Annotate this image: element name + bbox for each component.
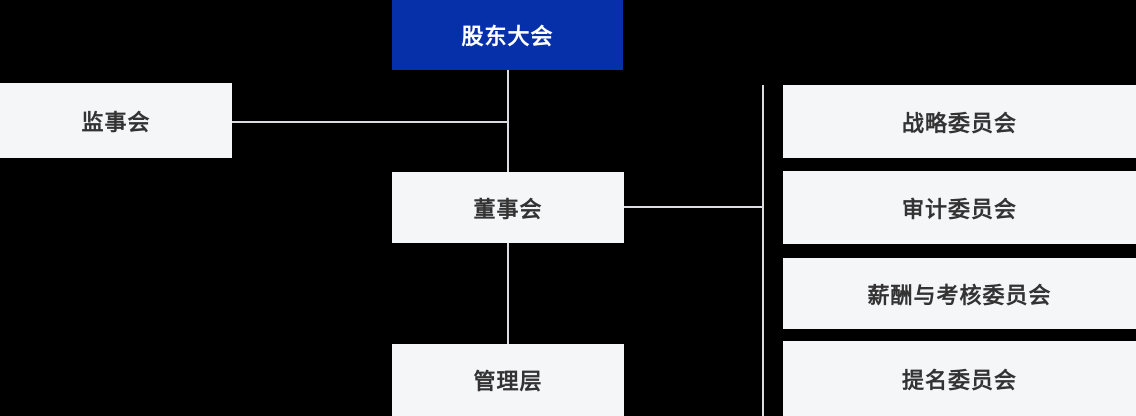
node-board-of-directors: 董事会	[392, 172, 624, 243]
node-strategy-committee-label: 战略委员会	[901, 110, 1017, 136]
node-supervisory-board-label: 监事会	[81, 109, 151, 135]
node-nomination-committee: 提名委员会	[783, 341, 1136, 416]
node-remuneration-committee: 薪酬与考核委员会	[783, 258, 1136, 329]
node-supervisory-board: 监事会	[0, 83, 232, 158]
node-board-of-directors-label: 董事会	[473, 196, 543, 222]
node-shareholders-meeting-label: 股东大会	[461, 24, 554, 49]
node-nomination-committee-label: 提名委员会	[901, 367, 1017, 393]
node-remuneration-committee-label: 薪酬与考核委员会	[867, 282, 1052, 308]
node-strategy-committee: 战略委员会	[783, 85, 1136, 158]
connector-board-to-committees-horizontal	[624, 206, 763, 208]
connector-supervisory-horizontal	[232, 121, 509, 123]
node-audit-committee: 审计委员会	[783, 171, 1136, 244]
node-management: 管理层	[392, 344, 624, 416]
node-management-label: 管理层	[473, 369, 543, 394]
connector-committees-trunk-vertical	[762, 85, 764, 416]
node-shareholders-meeting: 股东大会	[392, 0, 623, 70]
node-audit-committee-label: 审计委员会	[901, 196, 1017, 222]
